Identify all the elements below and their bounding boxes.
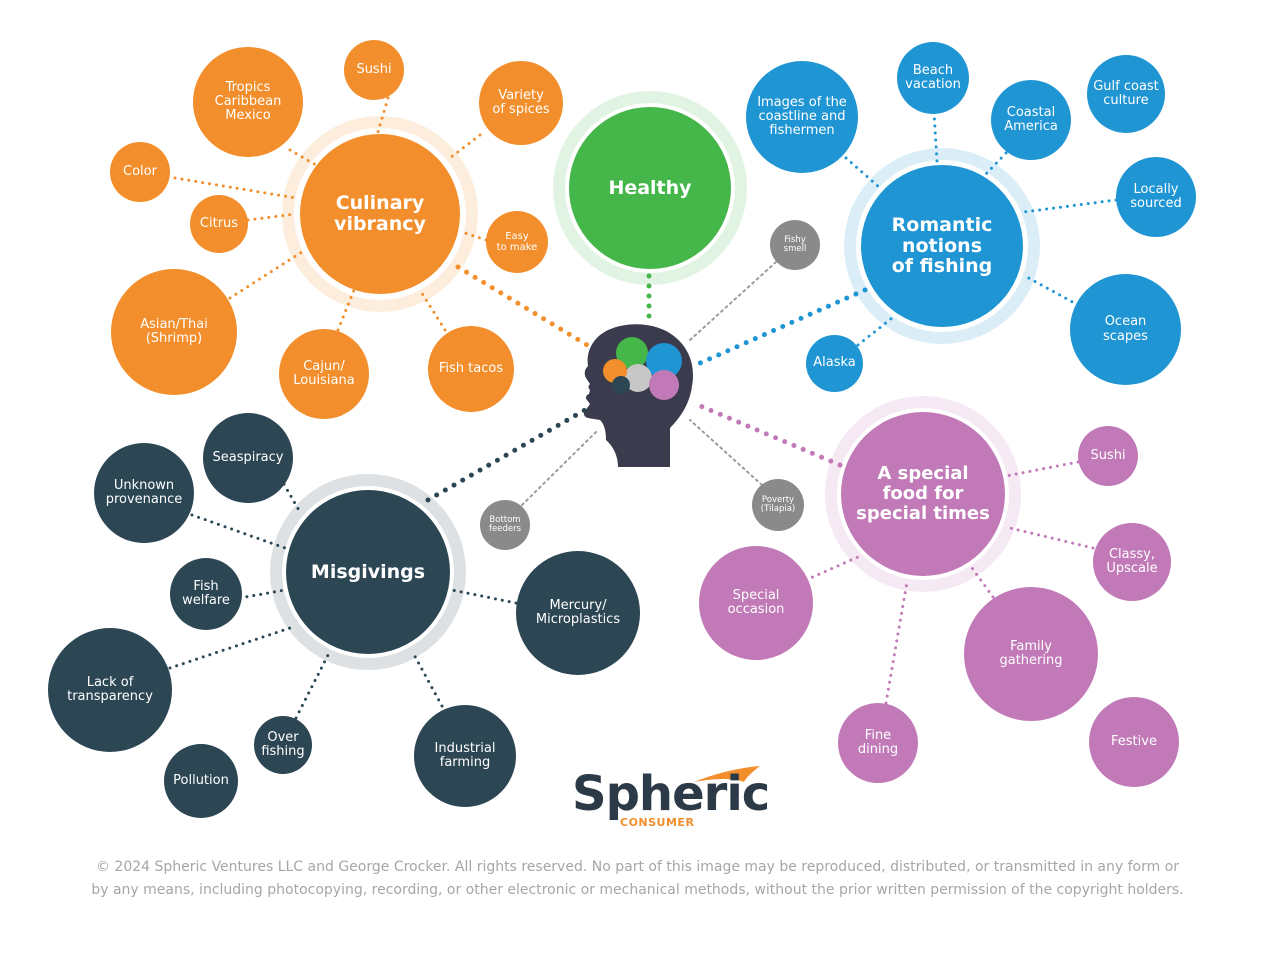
node-label: Asian/Thai (Shrimp) [140, 316, 208, 346]
node-label: Special occasion [727, 587, 785, 617]
hub-culinary-vibrancy: Culinary vibrancy [300, 134, 460, 294]
hub-label: A special food for special times [856, 463, 990, 524]
node-ocean: Ocean scapes [1070, 274, 1181, 385]
head-with-colored-bubbles-icon [584, 324, 693, 467]
connector-misgivings-head [425, 407, 588, 503]
node-classy: Classy, Upscale [1093, 523, 1171, 601]
hub-label: Culinary vibrancy [334, 192, 426, 235]
node-label: Family gathering [999, 638, 1063, 668]
node-citrus: Citrus [190, 195, 248, 253]
node-label: Seaspiracy [212, 449, 284, 465]
node-overfishing: Over fishing [254, 716, 312, 774]
node-label: Classy, Upscale [1106, 546, 1158, 576]
node-welfare: Fish welfare [170, 558, 242, 630]
node-cajun: Cajun/ Louisiana [279, 329, 369, 419]
node-label: Alaska [813, 355, 856, 371]
logo-swoosh-icon [694, 766, 760, 782]
connector-poverty [689, 419, 763, 486]
node-images: Images of the coastline and fishermen [746, 61, 858, 173]
node-label: Tropics Caribbean Mexico [214, 79, 282, 124]
node-label: Festive [1111, 733, 1157, 749]
node-alaska: Alaska [806, 335, 863, 392]
node-label: Industrial farming [434, 740, 496, 770]
node-label: Easy to make [496, 231, 538, 253]
node-mercury: Mercury/ Microplastics [516, 551, 640, 675]
connector-romantic-head [695, 287, 868, 367]
node-seaspiracy: Seaspiracy [203, 413, 293, 503]
node-fine: Fine dining [838, 703, 918, 783]
hub-special-food: A special food for special times [841, 412, 1005, 576]
node-sushi-culinary: Sushi [344, 40, 404, 100]
node-label: Sushi [1090, 447, 1126, 463]
copyright-notice: © 2024 Spheric Ventures LLC and George C… [40, 856, 1235, 902]
node-label: Variety of spices [492, 87, 550, 117]
node-poverty: Poverty (Tilapia) [752, 479, 804, 531]
hub-label: Healthy [608, 176, 692, 199]
node-label: Poverty (Tilapia) [760, 494, 796, 514]
node-label: Over fishing [261, 729, 305, 759]
connector-culinary-head [455, 264, 595, 351]
node-label: Sushi [356, 61, 392, 77]
node-label: Gulf coast culture [1093, 78, 1159, 108]
node-beach: Beach vacation [897, 42, 969, 114]
node-label: Cajun/ Louisiana [293, 358, 355, 388]
node-label: Fine dining [857, 727, 899, 757]
node-family: Family gathering [964, 587, 1098, 721]
node-occasion: Special occasion [699, 546, 813, 660]
node-label: Unknown provenance [105, 477, 183, 507]
hub-label: Romantic notions of fishing [891, 213, 993, 278]
node-label: Ocean scapes [1103, 314, 1148, 344]
node-color: Color [110, 142, 170, 202]
node-easy: Easy to make [486, 211, 548, 273]
node-label: Fishy smell [783, 234, 807, 254]
node-local: Locally sourced [1116, 157, 1196, 237]
node-unknown: Unknown provenance [94, 443, 194, 543]
node-bottom-feeders: Bottom feeders [480, 500, 530, 550]
node-spices: Variety of spices [479, 61, 563, 145]
node-label: Locally sourced [1130, 181, 1182, 211]
node-coastal: Coastal America [991, 80, 1071, 160]
node-industrial: Industrial farming [414, 705, 516, 807]
node-tacos: Fish tacos [428, 326, 514, 412]
node-asian: Asian/Thai (Shrimp) [111, 269, 237, 395]
node-label: Citrus [199, 215, 239, 231]
spheric-consumer-logo: Spheric CONSUMER [572, 766, 777, 836]
hub-misgivings: Misgivings [286, 490, 450, 654]
hub-romantic-notions: Romantic notions of fishing [861, 165, 1023, 327]
node-sushi-special: Sushi [1078, 426, 1138, 486]
connector-bottom [521, 431, 597, 506]
logo-subtitle: CONSUMER [620, 816, 695, 829]
connector-special-head [695, 402, 843, 468]
node-tropics: Tropics Caribbean Mexico [193, 47, 303, 157]
node-pollution: Pollution [164, 744, 238, 818]
node-label: Pollution [173, 772, 229, 788]
node-label: Lack of transparency [67, 674, 153, 704]
node-fishy-smell: Fishy smell [770, 220, 820, 270]
hub-label: Misgivings [310, 560, 426, 583]
copyright-line-1: © 2024 Spheric Ventures LLC and George C… [95, 859, 1180, 875]
node-label: Images of the coastline and fishermen [757, 94, 847, 139]
node-label: Beach vacation [905, 62, 961, 92]
node-label: Fish welfare [182, 578, 230, 608]
node-label: Color [123, 163, 157, 179]
node-label: Fish tacos [438, 360, 504, 376]
connector-fishy [689, 261, 777, 341]
node-gulf: Gulf coast culture [1087, 55, 1165, 133]
logo-wordmark: Spheric [572, 766, 770, 822]
node-label: Mercury/ Microplastics [535, 597, 621, 627]
node-festive: Festive [1089, 697, 1179, 787]
copyright-line-2: by any means, including photocopying, re… [91, 882, 1184, 898]
hub-healthy: Healthy [569, 107, 731, 269]
node-label: Coastal America [1004, 104, 1058, 134]
node-label: Bottom feeders [489, 514, 521, 534]
node-transparency: Lack of transparency [48, 628, 172, 752]
